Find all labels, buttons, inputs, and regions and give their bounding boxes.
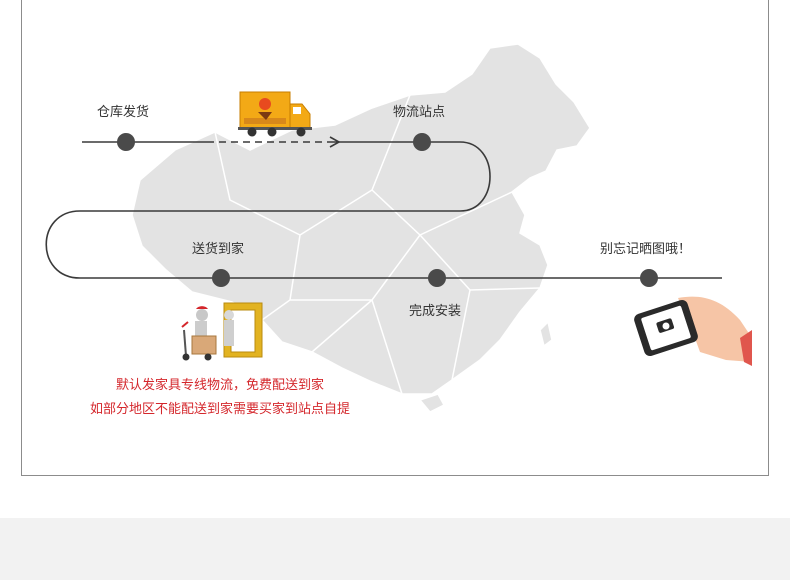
route-arrow-icon [329,136,341,148]
delivery-note-line-1: 默认发家具专线物流，免费配送到家 [115,378,324,393]
courier-delivery-icon [181,302,263,361]
step-label-delivery: 送货到家 [192,242,245,257]
delivery-note-line-2: 如部分地区不能配送到家需要买家到站点自提 [89,402,350,417]
step-label-station: 物流站点 [393,105,446,120]
step-label-photo: 别忘记晒图哦！ [600,242,692,257]
node-photo [640,269,658,287]
delivery-truck-icon [238,91,312,137]
step-label-install: 完成安装 [409,304,462,319]
china-map-illustration [131,43,591,413]
node-station [413,133,431,151]
footer-band [0,518,790,580]
node-delivery [212,269,230,287]
node-warehouse [117,133,135,151]
node-install [428,269,446,287]
route-line [45,141,722,279]
step-label-warehouse: 仓库发货 [97,105,150,120]
phone-camera-icon [634,296,752,366]
